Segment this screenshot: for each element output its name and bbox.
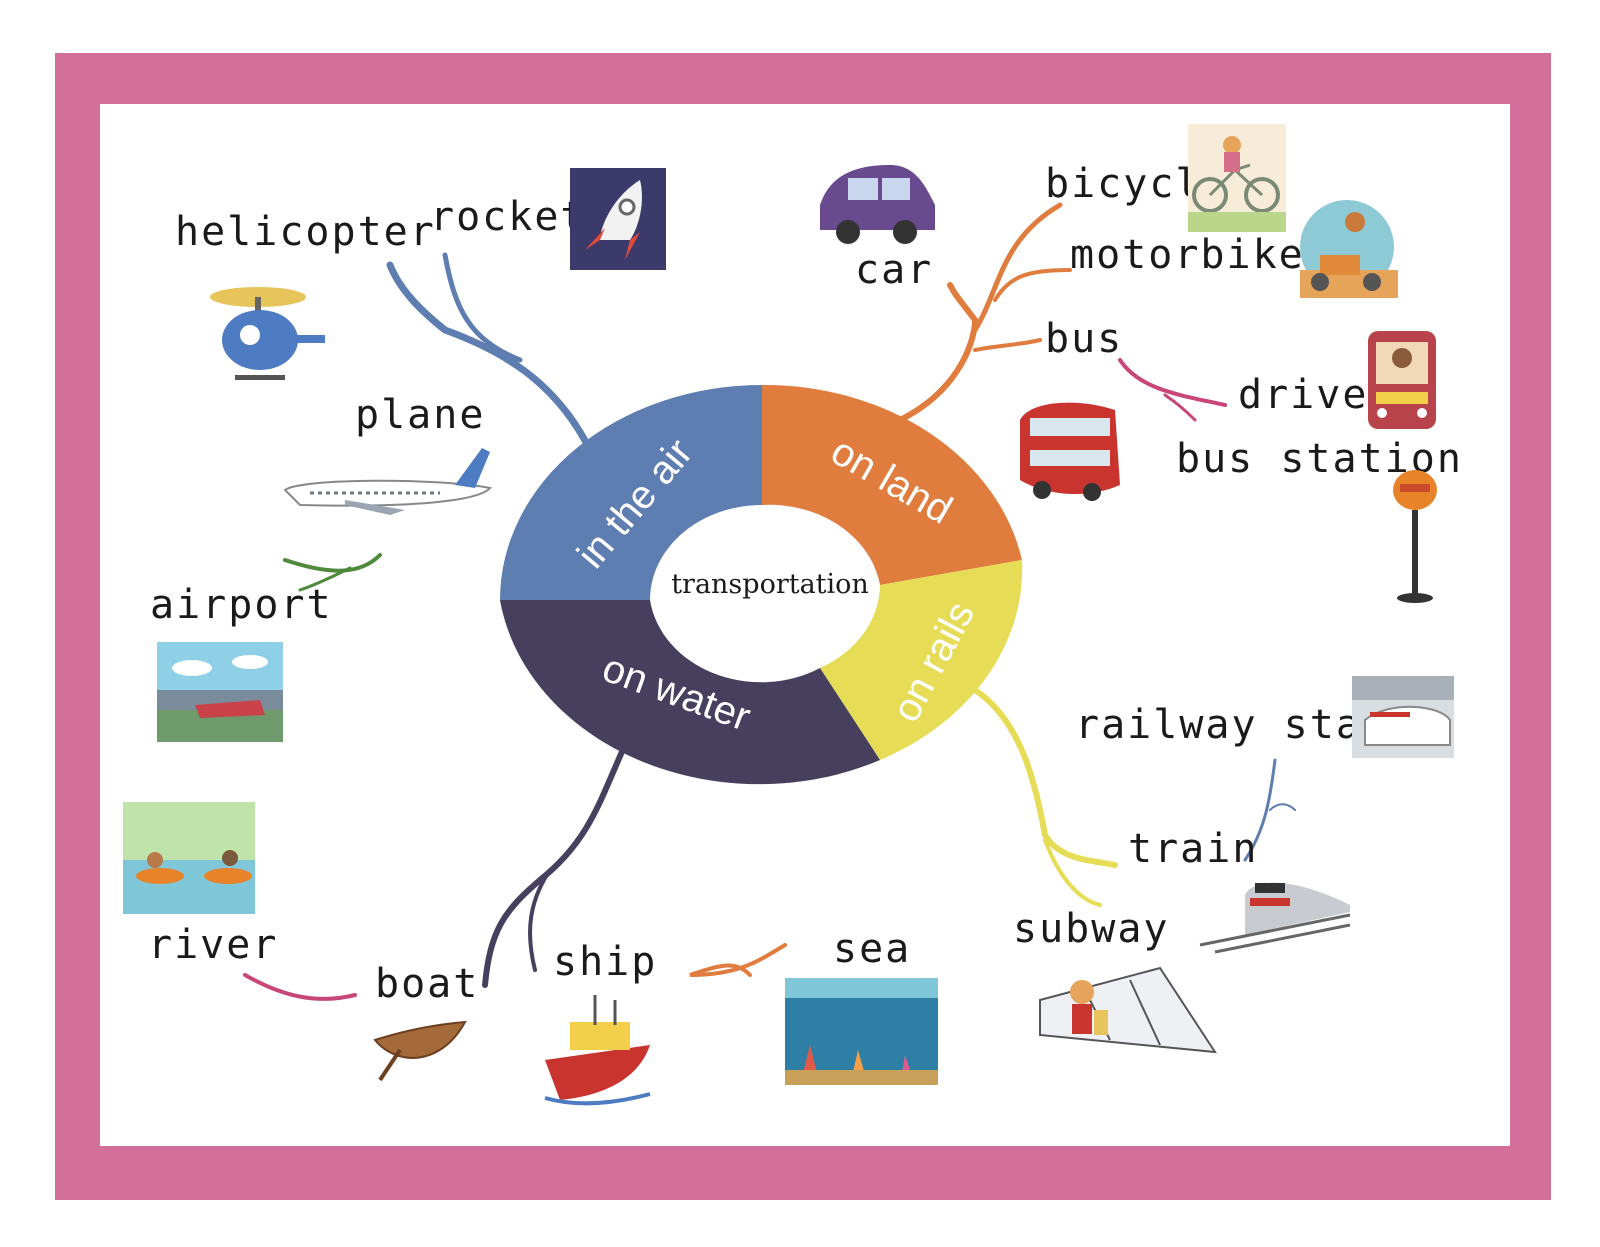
air-branch-2 [442,252,523,363]
railway-station-icon [1352,676,1454,758]
words: helicopter rocket plane airport car bicy… [148,161,1461,1007]
land-branch-3 [993,268,1072,302]
word-driver: driver [1238,372,1395,418]
ship-link [689,943,787,977]
word-rocket: rocket [430,194,587,240]
ship-icon [544,995,651,1106]
rails-branch [972,687,1118,868]
word-boat: boat [375,961,479,1007]
rails-branch-2 [1043,838,1102,907]
rocket-icon [570,168,666,270]
river-icon [123,802,255,914]
center-ring: in the air on land on rails on water tra… [500,384,1023,785]
branches [243,202,1296,1001]
river-link [243,973,357,1001]
boat-icon [373,1020,467,1082]
word-motorbike: motorbike [1070,232,1305,278]
word-sea: sea [833,926,911,972]
airport-icon [157,642,283,742]
word-bicycle: bicycl [1045,161,1202,207]
word-ship: ship [553,939,657,985]
word-subway: subway [1013,906,1170,952]
word-helicopter: helicopter [175,209,436,255]
helicopter-icon [210,287,325,380]
word-car: car [855,247,933,293]
train-link [1243,758,1277,862]
word-plane: plane [355,392,485,438]
water-branch [482,742,628,988]
bus-stop-icon [1393,470,1437,603]
sea-icon [785,978,938,1085]
plane-icon [283,448,492,515]
airport-link [283,553,382,573]
word-train: train [1128,826,1258,872]
word-airport: airport [150,582,333,628]
train-link-2 [1269,803,1296,811]
motorbike-icon [1300,200,1398,298]
driver-link [1118,358,1227,407]
subway-icon [1039,966,1217,1054]
land-branch [897,282,979,423]
train-icon [1199,882,1351,954]
white-canvas [100,104,1510,1146]
driver-bus-icon [1368,331,1436,429]
word-river: river [148,922,278,968]
word-bus: bus [1045,316,1123,362]
land-branch-4 [973,338,1042,352]
segment-on-land[interactable] [762,384,1022,585]
water-branch-2 [528,868,552,972]
driver-link-2 [1163,393,1197,422]
airport-link-2 [298,566,352,592]
segment-in-the-air[interactable] [500,385,762,600]
car-icon [820,165,935,244]
bus-icon [1020,402,1120,501]
bicycle-icon [1188,124,1286,232]
segment-on-rails[interactable] [820,560,1023,760]
center-title: transportation [671,569,869,600]
air-branch [386,261,594,454]
segment-on-water[interactable] [500,600,880,785]
land-branch-2 [972,202,1063,333]
